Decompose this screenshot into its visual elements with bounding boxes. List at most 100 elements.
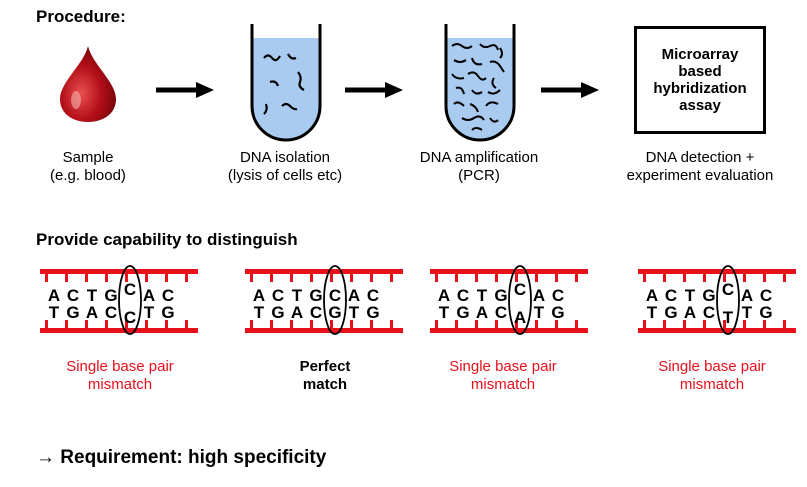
base-letter: T xyxy=(87,286,98,305)
blood-drop-icon xyxy=(60,46,116,122)
test-tube-icon xyxy=(250,24,322,142)
strand-tick xyxy=(390,274,393,282)
strand-tick xyxy=(65,274,68,282)
step-caption-amplification: DNA amplification (PCR) xyxy=(394,149,564,185)
base-letter: G xyxy=(664,303,677,322)
assay-box-line: Microarray xyxy=(661,46,739,63)
base-letter: A xyxy=(253,286,265,305)
base-letter: C xyxy=(367,286,379,305)
base-letter: A xyxy=(476,303,488,322)
strand-tick xyxy=(105,320,108,328)
base-letter: T xyxy=(144,303,155,322)
base-letter: A xyxy=(143,286,155,305)
highlight-ellipse xyxy=(118,265,142,335)
strand-tick xyxy=(495,274,498,282)
strand-tick xyxy=(185,320,188,328)
strand-tick xyxy=(290,320,293,328)
caption-line: Single base pair xyxy=(449,358,557,375)
base-letter: T xyxy=(49,303,60,322)
strand-tick xyxy=(783,274,786,282)
base-letter: T xyxy=(647,303,658,322)
base-letter: A xyxy=(86,303,98,322)
strand-tick xyxy=(45,320,48,328)
base-letter: G xyxy=(328,303,341,322)
arrow-icon xyxy=(156,82,214,98)
base-letter: G xyxy=(494,286,507,305)
strand-tick xyxy=(435,274,438,282)
strand-tick xyxy=(165,274,168,282)
strand-tick xyxy=(703,274,706,282)
strand-tick xyxy=(435,320,438,328)
strand-tick xyxy=(250,274,253,282)
dna-strand-top xyxy=(245,269,403,274)
base-letter: T xyxy=(742,303,753,322)
strand-tick xyxy=(165,320,168,328)
highlight-ellipse xyxy=(716,265,740,335)
base-letter: G xyxy=(456,303,469,322)
dna-strand-bottom xyxy=(40,328,198,333)
strand-tick xyxy=(250,320,253,328)
step-caption-detection: DNA detection + experiment evaluation xyxy=(600,149,800,185)
base-letter: T xyxy=(439,303,450,322)
strand-tick xyxy=(145,320,148,328)
base-letter: C xyxy=(552,286,564,305)
base-letter: A xyxy=(348,286,360,305)
strand-tick xyxy=(475,320,478,328)
base-letter: T xyxy=(254,303,265,322)
arrow-icon xyxy=(345,82,403,98)
base-letter: A xyxy=(684,303,696,322)
caption-line: DNA detection + xyxy=(645,149,755,166)
base-letter: T xyxy=(349,303,360,322)
step-caption-isolation: DNA isolation (lysis of cells etc) xyxy=(200,149,370,185)
dna-strand-bottom xyxy=(430,328,588,333)
strand-tick xyxy=(475,274,478,282)
strand-tick xyxy=(783,320,786,328)
strand-tick xyxy=(535,274,538,282)
base-letter: T xyxy=(292,286,303,305)
strand-tick xyxy=(310,320,313,328)
caption-line: (e.g. blood) xyxy=(50,167,126,184)
pair-caption: Single base pair mismatch xyxy=(423,358,583,394)
base-letter: T xyxy=(723,308,734,327)
strand-tick xyxy=(45,274,48,282)
base-letter: G xyxy=(759,303,772,322)
base-letter: T xyxy=(685,286,696,305)
pair-caption: Perfect match xyxy=(245,358,405,394)
strand-tick xyxy=(185,274,188,282)
strand-tick xyxy=(703,320,706,328)
strand-tick xyxy=(330,320,333,328)
strand-tick xyxy=(663,274,666,282)
strand-tick xyxy=(555,320,558,328)
caption-line: Sample xyxy=(62,149,114,166)
base-letter: C xyxy=(67,286,79,305)
strand-tick xyxy=(145,274,148,282)
dna-strand-top xyxy=(638,269,796,274)
strand-tick xyxy=(65,320,68,328)
caption-line: DNA amplification xyxy=(419,149,539,166)
strand-tick xyxy=(743,274,746,282)
base-letter: C xyxy=(124,280,136,299)
caption-line: mismatch xyxy=(470,376,536,393)
strand-tick xyxy=(723,274,726,282)
base-letter: A xyxy=(291,303,303,322)
dna-strand-bottom xyxy=(638,328,796,333)
strand-tick xyxy=(390,320,393,328)
base-letter: A xyxy=(741,286,753,305)
caption-line: match xyxy=(302,376,348,393)
base-letter: T xyxy=(477,286,488,305)
strand-tick xyxy=(370,320,373,328)
strand-tick xyxy=(575,274,578,282)
strand-tick xyxy=(763,320,766,328)
requirement-text: Requirement: high specificity xyxy=(60,447,327,468)
strand-tick xyxy=(370,274,373,282)
base-letter: C xyxy=(514,280,526,299)
base-letter: C xyxy=(272,286,284,305)
highlight-ellipse xyxy=(508,265,532,335)
base-letter: C xyxy=(162,286,174,305)
caption-line: (PCR) xyxy=(458,167,500,184)
strand-tick xyxy=(495,320,498,328)
caption-line: (lysis of cells etc) xyxy=(227,167,343,184)
caption-line: mismatch xyxy=(679,376,745,393)
base-letter: C xyxy=(105,303,117,322)
